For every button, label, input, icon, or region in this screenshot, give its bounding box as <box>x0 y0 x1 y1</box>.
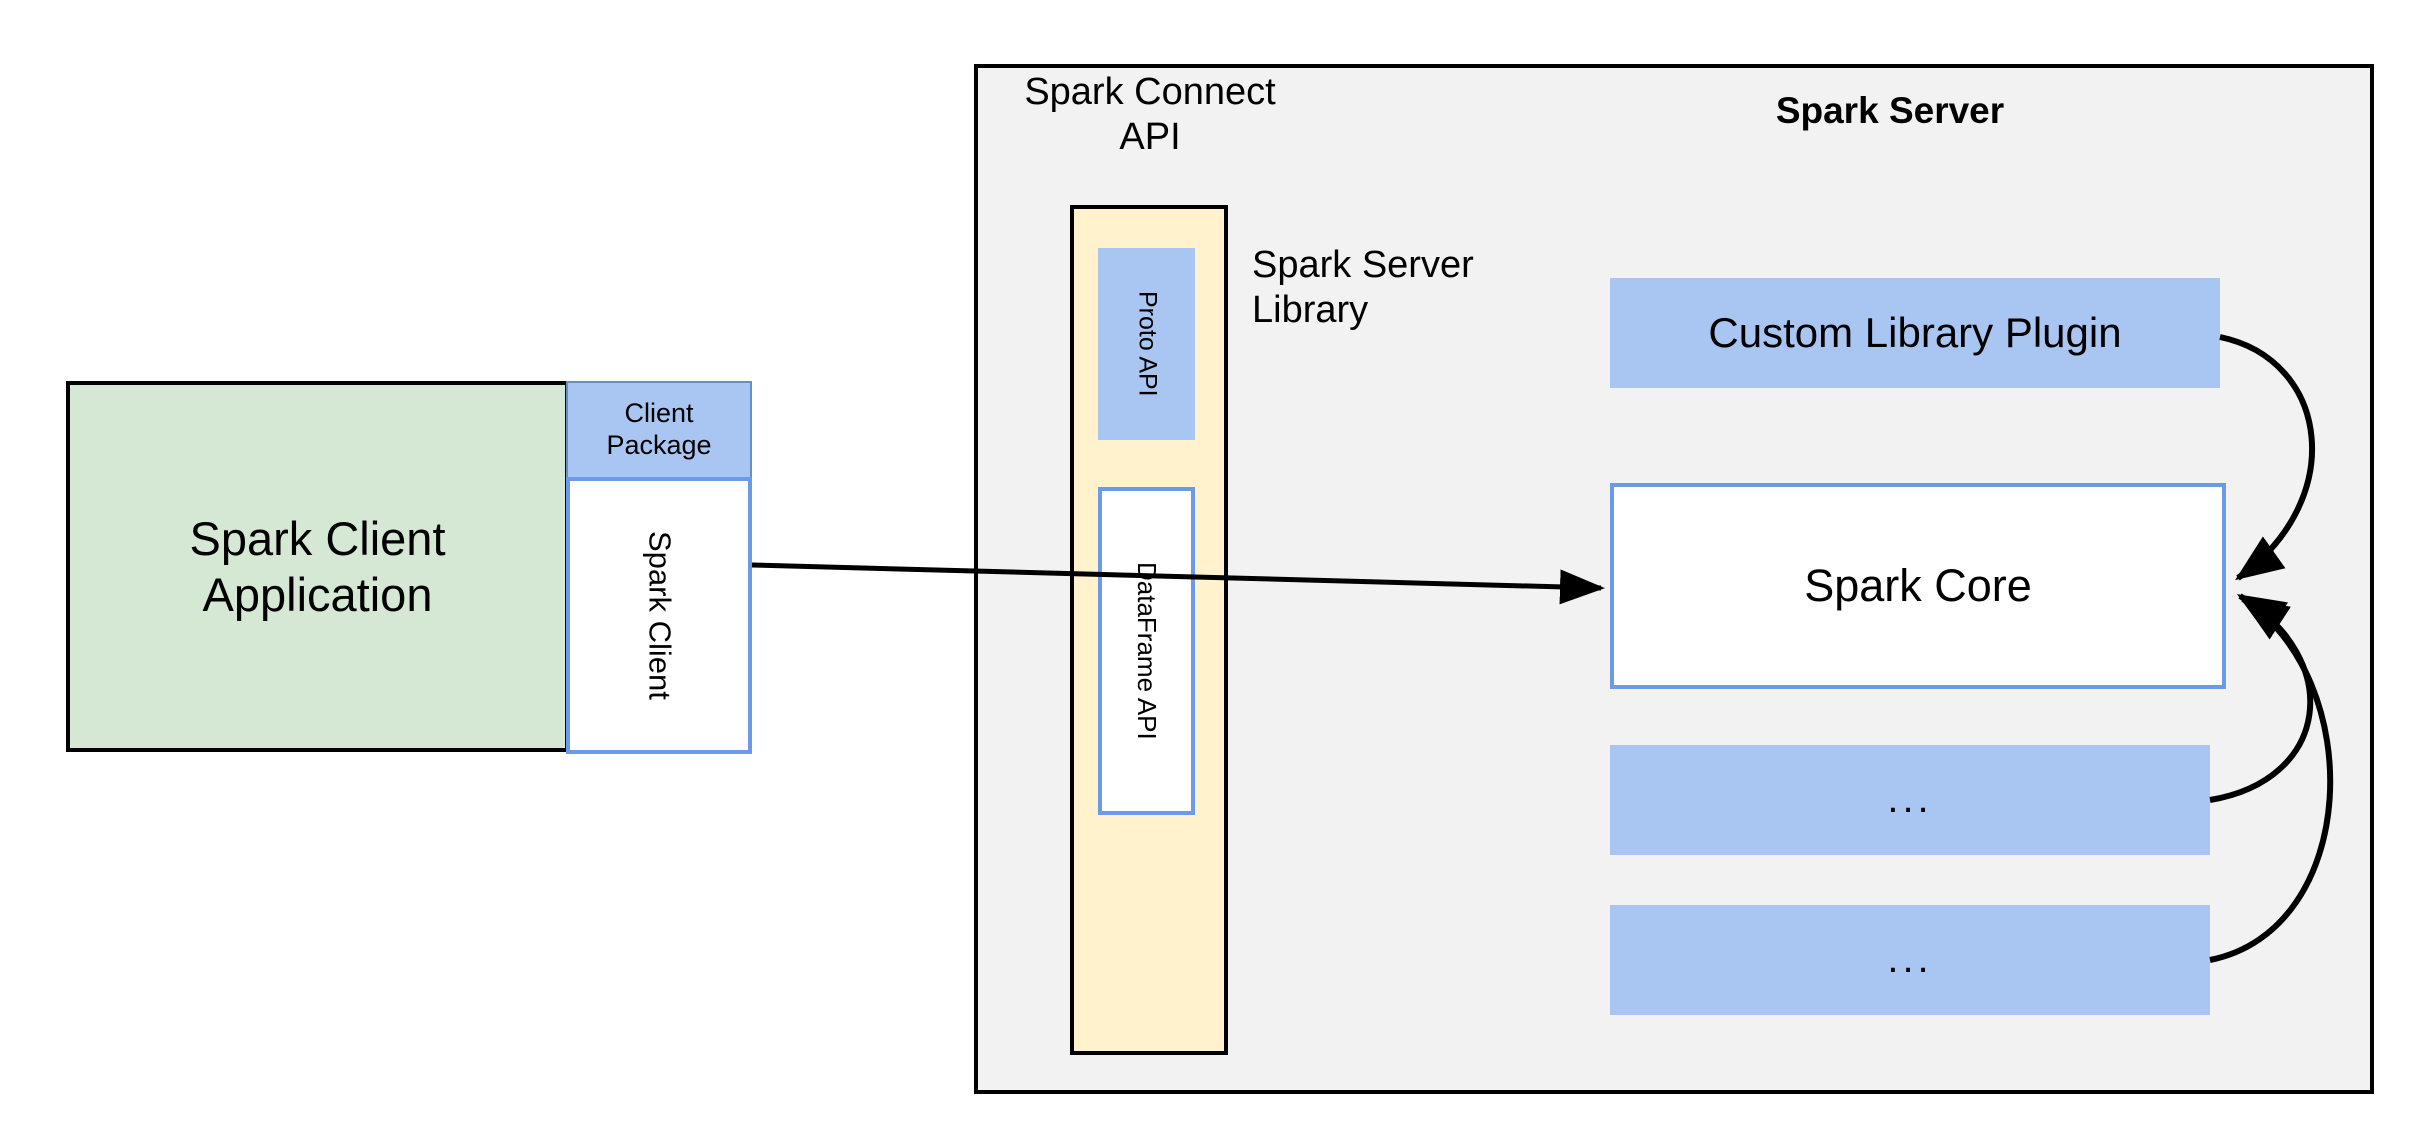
spark-client-label: Spark Client <box>642 531 678 700</box>
proto-api-label: Proto API <box>1133 291 1162 397</box>
ellipsis-label-1: ... <box>1887 777 1933 822</box>
custom-library-plugin-label: Custom Library Plugin <box>1708 309 2122 357</box>
spark-client-box[interactable]: Spark Client <box>566 477 752 754</box>
spark-server-library-line1: Spark Server <box>1252 244 1474 286</box>
spark-core-label: Spark Core <box>1804 560 2032 612</box>
spark-server-title: Spark Server <box>1775 90 2005 132</box>
spark-server-library-line2: Library <box>1252 288 1369 331</box>
dataframe-api-box[interactable]: DataFrame API <box>1098 487 1195 815</box>
custom-library-plugin-box[interactable]: Custom Library Plugin <box>1610 278 2220 388</box>
ellipsis-box-2[interactable]: ... <box>1610 905 2210 1015</box>
dataframe-api-label: DataFrame API <box>1131 562 1162 740</box>
spark-connect-api-line1: Spark Connect <box>1024 71 1276 113</box>
proto-api-box[interactable]: Proto API <box>1098 248 1195 440</box>
ellipsis-label-2: ... <box>1887 937 1933 982</box>
ellipsis-box-1[interactable]: ... <box>1610 745 2210 855</box>
spark-connect-api-label: Spark Connect API <box>1005 70 1295 166</box>
spark-core-box[interactable]: Spark Core <box>1610 483 2226 689</box>
spark-server-library-label: Spark Server Library <box>1252 243 1552 343</box>
spark-connect-api-line2: API <box>1119 115 1181 158</box>
